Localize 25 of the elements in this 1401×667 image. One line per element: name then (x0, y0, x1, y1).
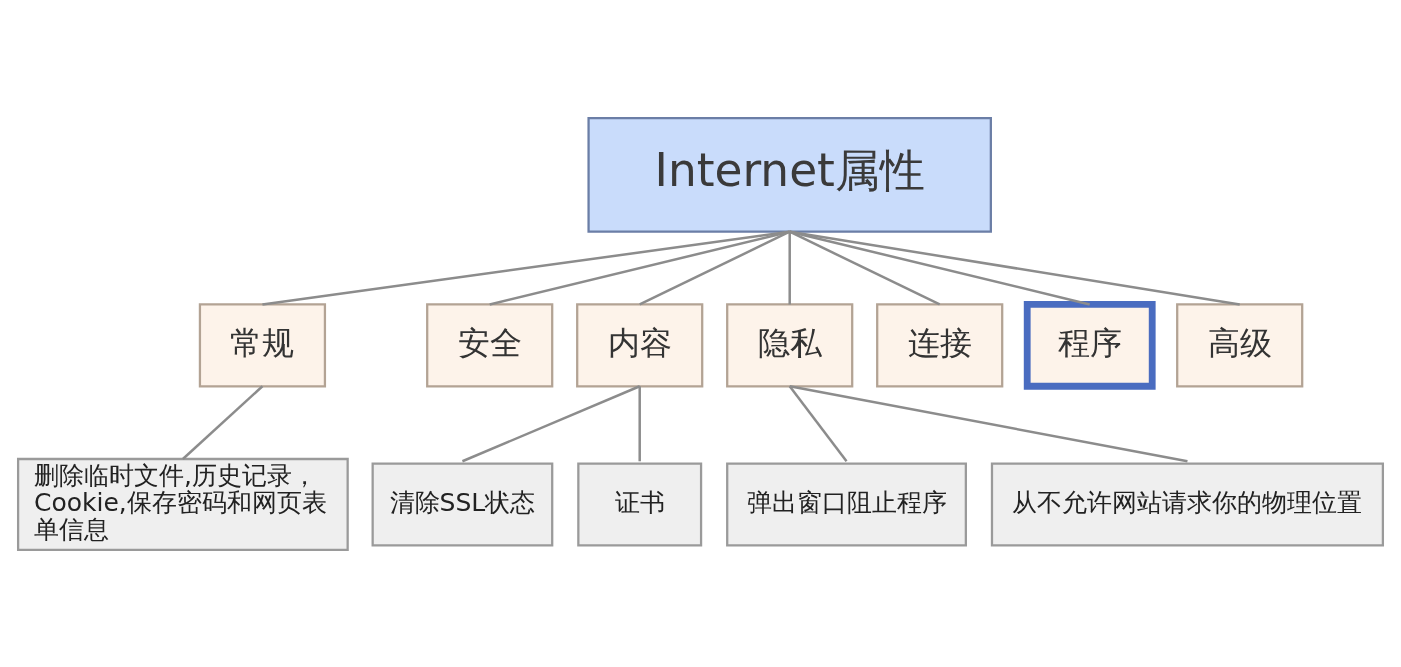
node-box: Internet属性 (587, 116, 992, 233)
connector (788, 385, 848, 462)
node-box: 弹出窗口阻止程序 (726, 461, 967, 546)
connector (789, 384, 1188, 462)
node-box: 删除临时文件,历史记录，Cookie,保存密码和网页表单信息 (16, 457, 349, 551)
connector (262, 230, 790, 306)
connector (182, 384, 264, 460)
connector (789, 230, 1090, 306)
node-box: 隐私 (726, 302, 854, 387)
connector (638, 385, 641, 461)
node-box: 程序 (1023, 300, 1156, 390)
node-box: 清除SSL状态 (371, 461, 554, 546)
node-box: 从不允许网站请求你的物理位置 (990, 461, 1385, 546)
node-box: 安全 (426, 302, 554, 387)
connector (489, 230, 790, 306)
node-box: 内容 (576, 302, 704, 387)
node-box: 常规 (198, 302, 327, 387)
node-box: 高级 (1176, 302, 1304, 387)
connector (639, 230, 791, 306)
node-box: 证书 (577, 461, 703, 546)
connector (789, 230, 941, 306)
connector (789, 230, 1240, 306)
connector (788, 231, 791, 304)
node-box: 连接 (876, 302, 1004, 387)
connector (461, 384, 641, 462)
